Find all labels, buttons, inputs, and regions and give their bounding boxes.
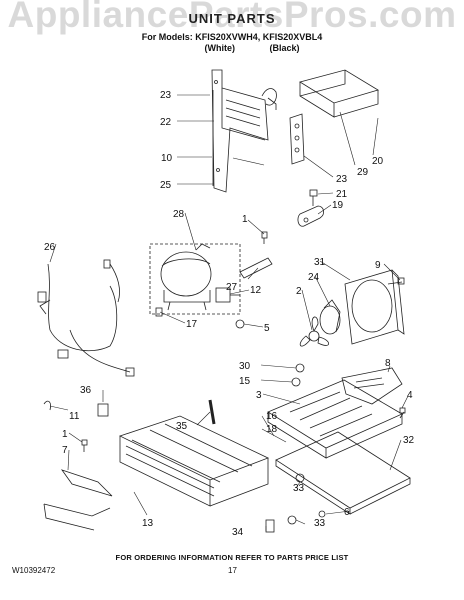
callout-30: 30 xyxy=(239,361,251,372)
callout-13: 13 xyxy=(142,518,154,529)
callout-6: 6 xyxy=(344,507,350,518)
callout-7: 7 xyxy=(62,445,68,456)
variant-white: (White) xyxy=(204,43,235,53)
callout-5: 5 xyxy=(264,323,270,334)
screw-part xyxy=(318,510,326,518)
callout-23: 23 xyxy=(160,90,172,101)
callout-34: 34 xyxy=(232,527,244,538)
screw-part xyxy=(81,439,88,452)
callout-8: 8 xyxy=(385,358,391,369)
callout-32: 32 xyxy=(403,435,415,446)
callout-11: 11 xyxy=(69,411,80,422)
callout-3: 3 xyxy=(256,390,262,401)
screw-part xyxy=(387,277,405,285)
compressor-group-box xyxy=(149,243,241,315)
callout-35: 35 xyxy=(176,421,188,432)
callout-18: 18 xyxy=(266,424,278,435)
callout-23b: 23 xyxy=(336,174,348,185)
screw-part xyxy=(309,189,318,206)
variant-black: (Black) xyxy=(269,43,300,53)
callout-1-lower: 1 xyxy=(62,429,68,440)
callout-12: 12 xyxy=(250,285,262,296)
relay-part xyxy=(215,287,240,303)
callout-24: 24 xyxy=(308,272,320,283)
callout-2: 2 xyxy=(296,286,302,297)
ordering-note: FOR ORDERING INFORMATION REFER TO PARTS … xyxy=(115,553,349,562)
clip-part xyxy=(43,400,51,411)
bracket-part xyxy=(341,367,403,405)
grommet-part xyxy=(155,307,163,317)
page-title: UNIT PARTS xyxy=(188,11,276,26)
callout-27: 27 xyxy=(226,282,238,293)
document-number: W10392472 xyxy=(12,566,56,575)
mounting-bracket-part xyxy=(43,469,113,531)
base-pan-part xyxy=(267,379,403,459)
callout-10: 10 xyxy=(161,153,173,164)
fan-shroud-part xyxy=(344,269,405,345)
callout-17: 17 xyxy=(186,319,198,330)
compressor-part xyxy=(160,243,212,311)
callout-20: 20 xyxy=(372,156,384,167)
callout-9: 9 xyxy=(375,260,381,271)
grommet-part xyxy=(235,319,245,329)
drain-tube-part xyxy=(265,519,275,533)
condenser-tower-part xyxy=(211,69,277,193)
screw-part xyxy=(261,231,268,244)
callout-29: 29 xyxy=(357,167,369,178)
mounting-plate-part xyxy=(289,113,305,165)
callout-15: 15 xyxy=(239,376,251,387)
grommet-part xyxy=(97,403,109,417)
duct-part xyxy=(299,69,379,118)
callout-31: 31 xyxy=(314,257,326,268)
drier-part xyxy=(239,257,273,279)
callout-21: 21 xyxy=(336,189,348,200)
screw-part xyxy=(295,363,305,373)
callout-33-upper: 33 xyxy=(293,483,305,494)
fan-blade-part xyxy=(299,316,330,347)
callout-36: 36 xyxy=(80,385,92,396)
clamp-part xyxy=(297,205,324,227)
models-line: For Models: KFIS20XVWH4, KFIS20XVBL4 xyxy=(141,32,323,42)
tube-part xyxy=(208,399,216,425)
callout-26: 26 xyxy=(44,242,56,253)
fan-motor-part xyxy=(319,299,341,335)
callout-19: 19 xyxy=(332,200,344,211)
callout-4: 4 xyxy=(407,390,413,401)
callout-25: 25 xyxy=(160,180,172,191)
callout-16: 16 xyxy=(266,411,278,422)
watermark: AppliancePartsPros.com xyxy=(7,0,457,35)
callout-1-top: 1 xyxy=(242,214,248,225)
callout-33-lower: 33 xyxy=(314,518,326,529)
page-number: 17 xyxy=(228,566,237,575)
callout-28: 28 xyxy=(173,209,185,220)
condenser-coil-part xyxy=(118,415,270,507)
callout-22: 22 xyxy=(160,117,172,128)
cover-panel-part xyxy=(275,431,411,515)
screw-part xyxy=(287,515,297,525)
wiring-harness-part xyxy=(37,259,135,377)
grommet-part xyxy=(291,377,301,387)
variant-line: (White) (Black) xyxy=(0,43,464,53)
